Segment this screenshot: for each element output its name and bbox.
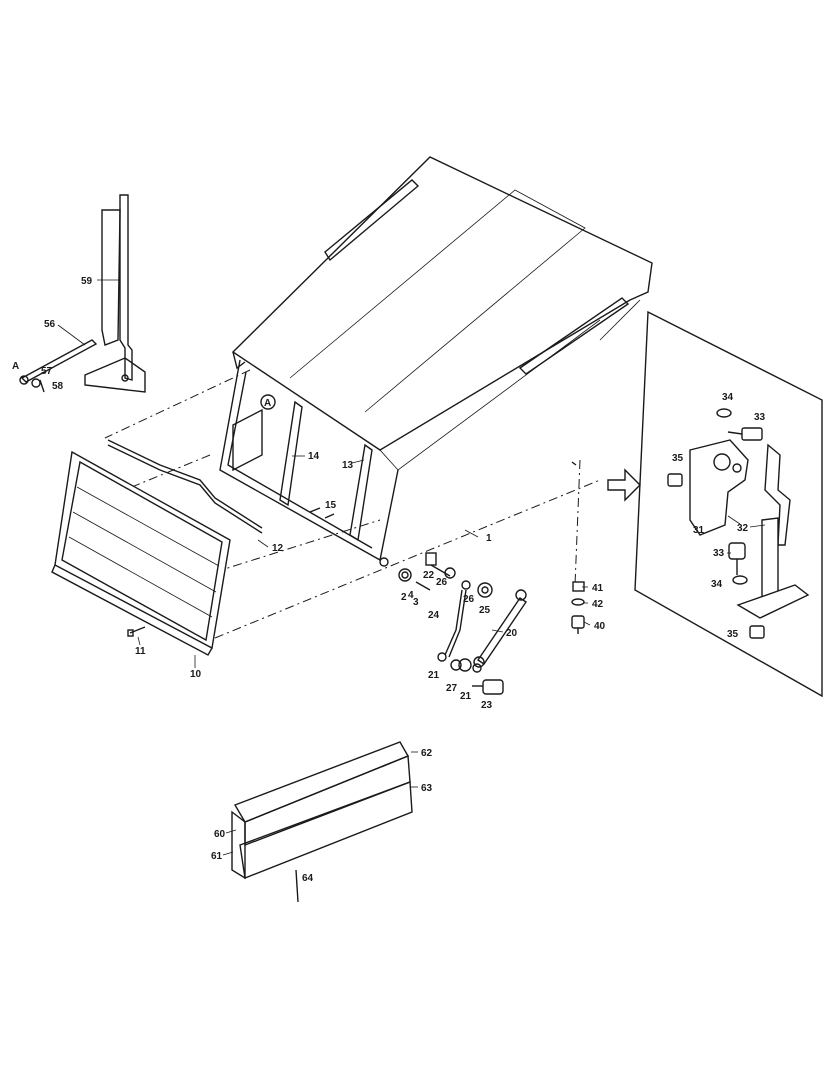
callout-57: 57 <box>41 366 53 377</box>
callout-33-lower: 33 <box>713 548 725 559</box>
linkage-parts <box>398 552 527 695</box>
callout-58: 58 <box>52 381 64 392</box>
callout-27: 27 <box>446 683 458 694</box>
callout-26-left: 26 <box>436 577 448 588</box>
callout-34-lower: 34 <box>711 579 723 590</box>
callout-63: 63 <box>421 783 433 794</box>
callout-11: 11 <box>135 646 146 657</box>
callout-42: 42 <box>592 599 604 610</box>
callout-labels: 1 2 3 4 10 11 12 13 14 15 20 21 21 22 23… <box>12 276 766 884</box>
callout-26-right: 26 <box>463 594 475 605</box>
callout-14: 14 <box>308 451 320 462</box>
reference-a-label-bracket: A <box>12 361 19 372</box>
callout-62: 62 <box>421 748 433 759</box>
callout-3: 3 <box>413 597 419 608</box>
callout-21-right: 21 <box>460 691 472 702</box>
callout-2: 2 <box>401 592 407 603</box>
screen-panels <box>231 741 413 903</box>
callout-15: 15 <box>325 500 337 511</box>
callout-22: 22 <box>423 570 435 581</box>
callout-60: 60 <box>214 829 226 840</box>
callout-10: 10 <box>190 669 202 680</box>
callout-33-upper: 33 <box>754 412 766 423</box>
callout-35-lower: 35 <box>727 629 739 640</box>
leader-lines <box>57 279 766 856</box>
callout-64: 64 <box>302 873 314 884</box>
reference-a-label-hood: A <box>264 398 271 409</box>
bracket-59 <box>19 194 146 393</box>
callout-41: 41 <box>592 583 604 594</box>
callout-12: 12 <box>272 543 284 554</box>
callout-40: 40 <box>594 621 606 632</box>
callout-1: 1 <box>486 533 492 544</box>
callout-4: 4 <box>408 590 414 601</box>
callout-21-left: 21 <box>428 670 440 681</box>
hardware-40-42 <box>571 461 585 634</box>
latch-inset <box>607 310 823 698</box>
callout-61: 61 <box>211 851 223 862</box>
door-panel <box>51 439 263 656</box>
callout-56: 56 <box>44 319 56 330</box>
callout-59: 59 <box>81 276 93 287</box>
callout-20: 20 <box>506 628 518 639</box>
callout-24: 24 <box>428 610 440 621</box>
reference-a-circle <box>260 394 276 410</box>
callout-35-upper: 35 <box>672 453 684 464</box>
callout-31: 31 <box>693 525 705 536</box>
callout-13: 13 <box>342 460 354 471</box>
hood-body: A <box>219 156 653 567</box>
callout-25: 25 <box>479 605 491 616</box>
callout-23: 23 <box>481 700 493 711</box>
callout-32: 32 <box>737 523 749 534</box>
callout-34-upper: 34 <box>722 392 734 403</box>
